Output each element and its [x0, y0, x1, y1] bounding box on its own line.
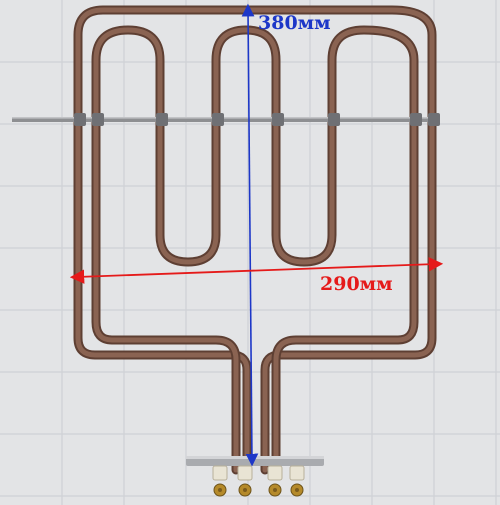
width-dimension-arrow [69, 257, 444, 284]
support-bracket [12, 113, 440, 126]
height-measurement-label: 380мм [258, 12, 331, 34]
height-dimension-arrow [241, 3, 259, 467]
width-measurement-label: 290мм [320, 273, 393, 295]
